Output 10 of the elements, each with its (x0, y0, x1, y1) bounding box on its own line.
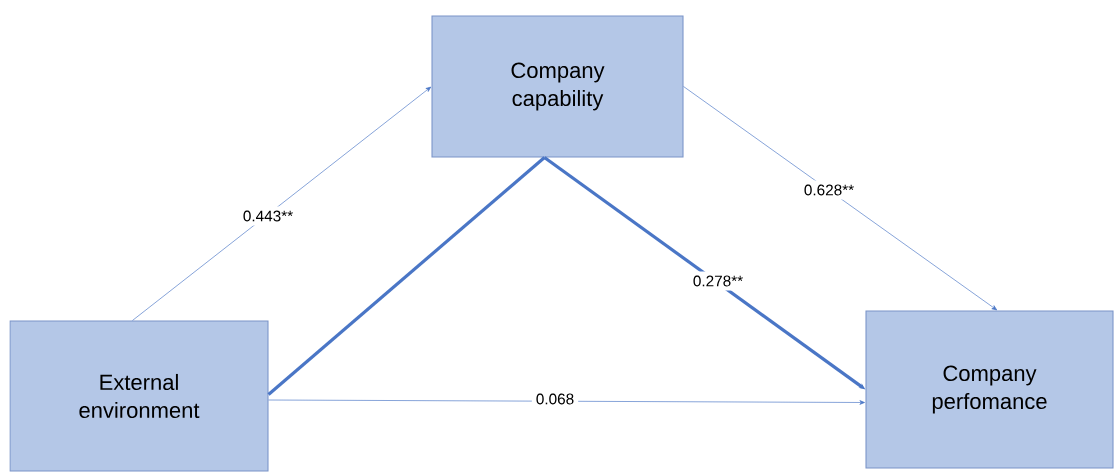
edge-label: 0.443** (238, 206, 298, 226)
variable-box: Company capability (431, 15, 684, 158)
edge-label: 0.628** (799, 180, 859, 200)
arrow (683, 86, 998, 311)
edge-label: 0.278** (688, 271, 748, 291)
variable-box: External environment (9, 320, 269, 472)
edge-label: 0.068 (531, 389, 579, 409)
arrow (132, 86, 432, 321)
variable-box: Company perfomance (865, 310, 1114, 469)
arrow (268, 399, 865, 405)
